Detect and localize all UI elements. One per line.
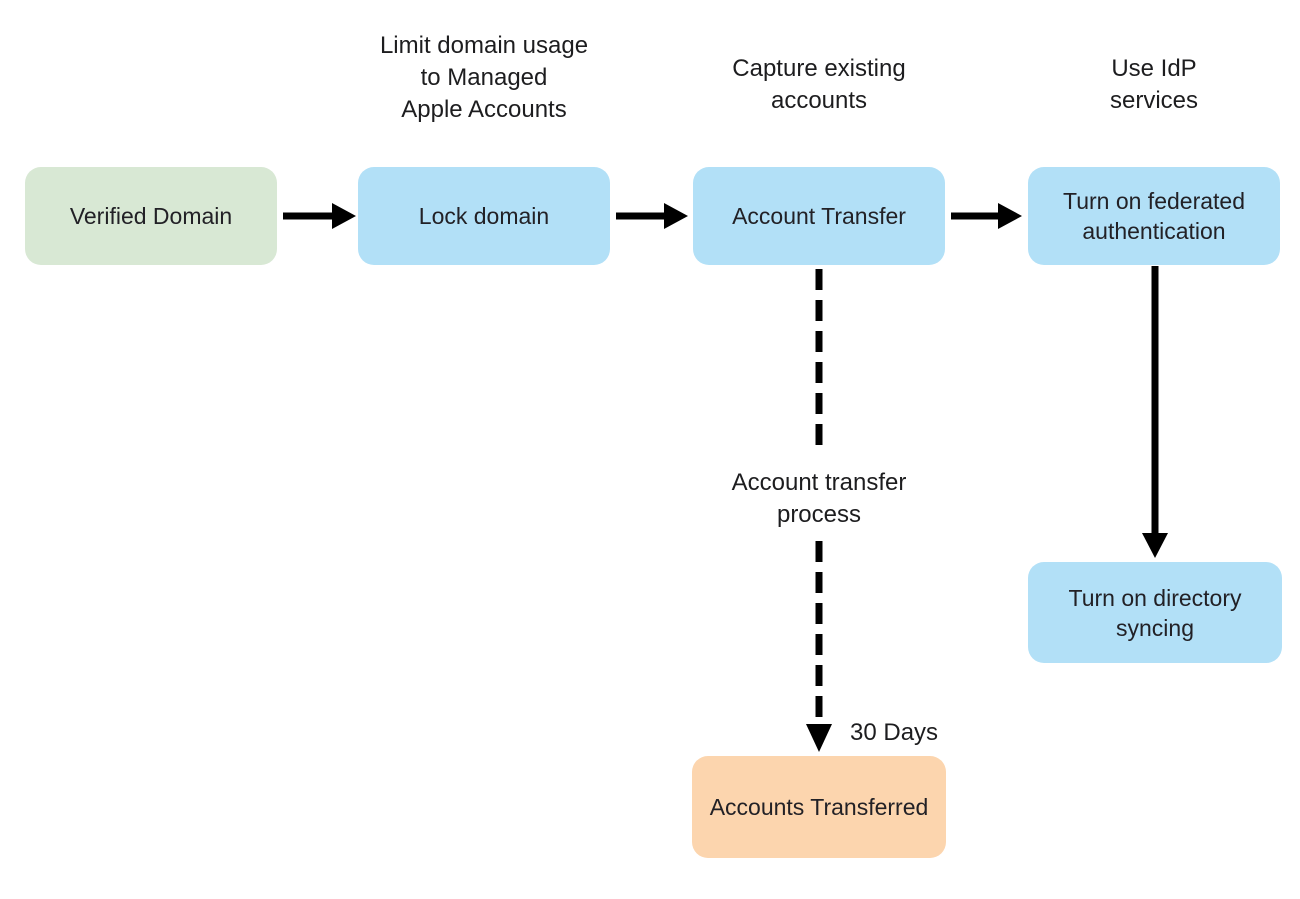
annotation-limit-domain-usage: Limit domain usage to Managed Apple Acco… xyxy=(379,32,589,123)
arrow-verified-to-lock xyxy=(283,203,356,229)
annotation-use-idp-services: Use IdP services xyxy=(1109,55,1199,114)
edge-label-30-days: 30 Days xyxy=(850,719,939,746)
annotation-capture-existing-accounts: Capture existing accounts xyxy=(732,55,906,114)
node-turn-on-federated-authentication: Turn on federated authentication xyxy=(1028,167,1280,265)
node-accounts-transferred: Accounts Transferred xyxy=(692,756,946,858)
arrow-federated-to-syncing xyxy=(1142,266,1168,558)
edge-label-account-transfer-process: Account transfer process xyxy=(731,469,907,528)
node-turn-on-directory-syncing: Turn on directory syncing xyxy=(1028,562,1282,663)
node-verified-domain: Verified Domain xyxy=(25,167,277,265)
arrow-lock-to-transfer xyxy=(616,203,688,229)
node-lock-domain: Lock domain xyxy=(358,167,610,265)
arrow-transfer-to-federated xyxy=(951,203,1022,229)
node-account-transfer: Account Transfer xyxy=(693,167,945,265)
